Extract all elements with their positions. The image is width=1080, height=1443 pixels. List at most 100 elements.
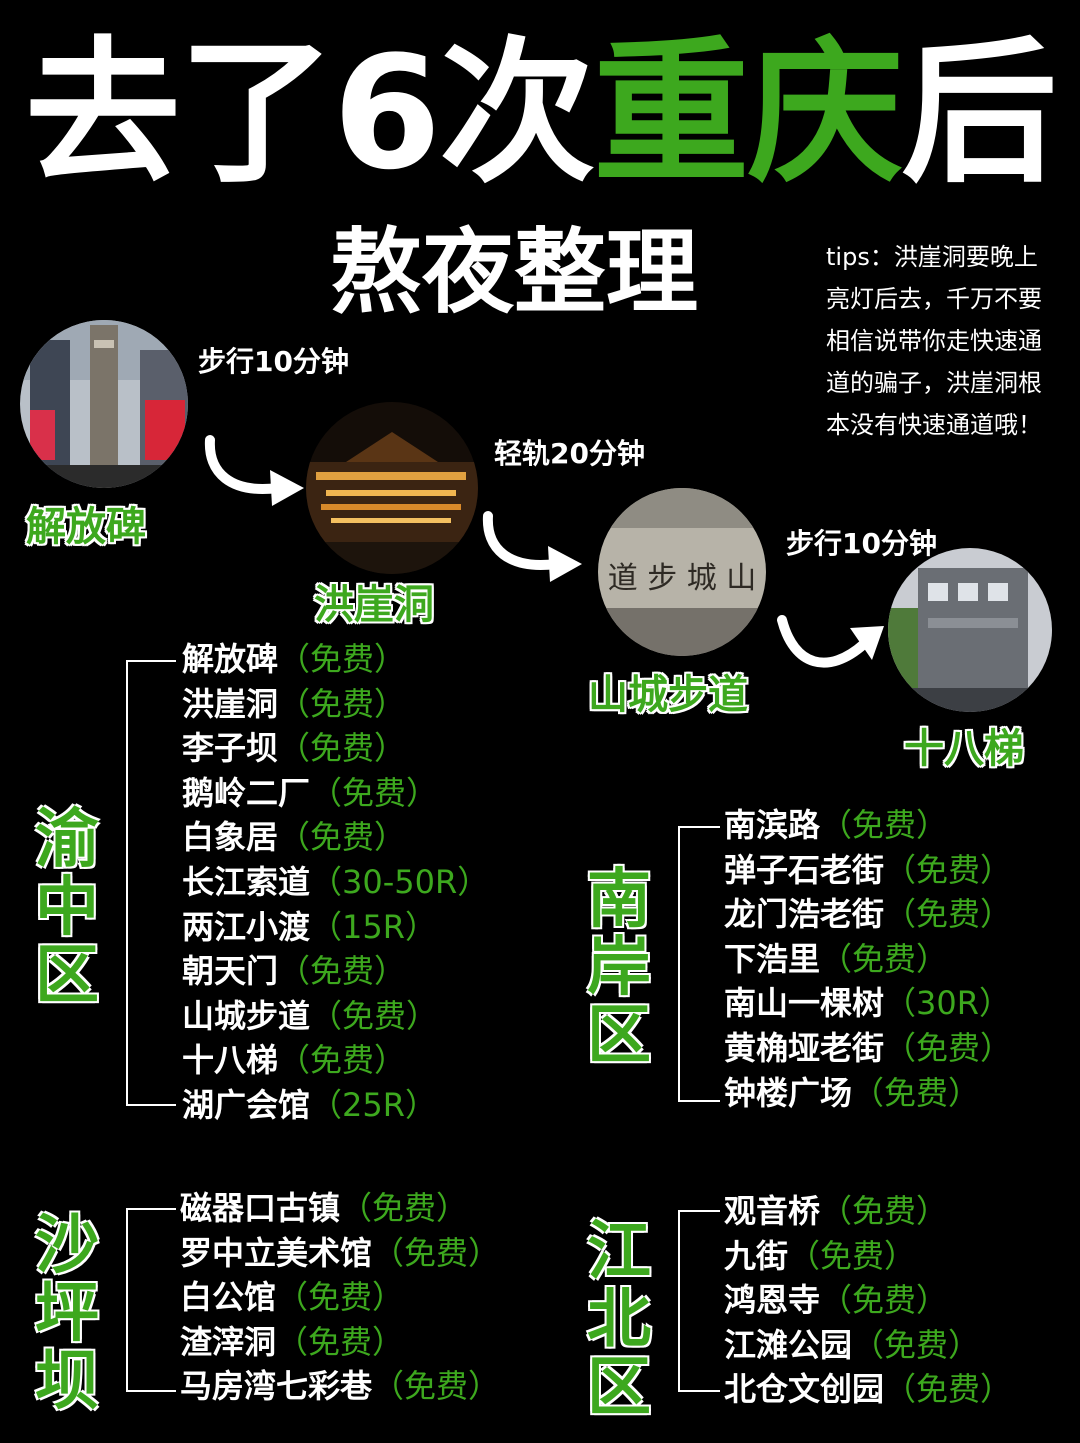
list-item: 下浩里（免费）	[724, 937, 1012, 982]
list-item-price: （30-50R）	[310, 862, 490, 901]
svg-text:道 步 城 山: 道 步 城 山	[608, 561, 757, 596]
district-jiangbei-label: 江北区	[587, 1215, 651, 1425]
list-item-price: （免费）	[884, 1370, 1013, 1409]
district-yuzhong-label: 渝中区	[35, 803, 99, 1013]
list-item-price: （免费）	[820, 806, 949, 844]
district-shapingba-list: 磁器口古镇（免费） 罗中立美术馆（免费） 白公馆（免费） 渣滓洞（免费） 马房湾…	[180, 1186, 500, 1409]
district-jiangbei-bracket	[678, 1210, 720, 1392]
list-item-name: 下浩里	[724, 939, 821, 978]
list-item-price: （15R）	[310, 907, 437, 946]
list-item-name: 湖广会馆	[182, 1085, 311, 1124]
list-item-name: 黄桷垭老街	[724, 1028, 885, 1067]
list-item-price: （免费）	[278, 818, 407, 857]
list-item-price: （25R）	[310, 1085, 437, 1124]
title-part1: 去了6次	[24, 22, 596, 204]
arrow-2-icon	[478, 508, 588, 588]
list-item-price: （免费）	[340, 1189, 469, 1227]
leg-1-label: 步行10分钟	[198, 345, 349, 378]
list-item: 李子坝（免费）	[182, 726, 489, 771]
list-item-price: （免费）	[310, 996, 439, 1035]
page-title: 去了6次重庆后	[0, 18, 1080, 208]
list-item-name: 洪崖洞	[182, 684, 279, 723]
list-item-name: 九街	[724, 1236, 789, 1275]
list-item-name: 南山一棵树	[724, 984, 885, 1023]
list-item-price: （免费）	[372, 1233, 501, 1272]
list-item-price: （免费）	[820, 939, 949, 978]
list-item: 南山一棵树（30R）	[724, 981, 1012, 1026]
leg-2-label: 轻轨20分钟	[494, 437, 645, 470]
list-item: 马房湾七彩巷（免费）	[180, 1364, 500, 1409]
district-shapingba-label: 沙坪坝	[35, 1209, 99, 1419]
arrow-3-icon	[772, 606, 892, 686]
list-item-price: （免费）	[852, 1073, 981, 1112]
jiefangbei-photo	[20, 320, 188, 488]
title-highlight: 重庆	[593, 22, 903, 204]
list-item: 解放碑（免费）	[182, 637, 489, 682]
list-item-name: 渣滓洞	[180, 1322, 277, 1361]
list-item-name: 观音桥	[724, 1192, 821, 1230]
list-item: 观音桥（免费）	[724, 1189, 1012, 1234]
list-item-price: （免费）	[372, 1367, 501, 1406]
list-item-price: （免费）	[852, 1325, 981, 1364]
list-item-name: 山城步道	[182, 996, 311, 1035]
district-yuzhong-bracket	[126, 660, 176, 1106]
list-item: 长江索道（30-50R）	[182, 860, 489, 905]
shancheng-budao-photo: 道 步 城 山	[598, 488, 766, 656]
list-item: 磁器口古镇（免费）	[180, 1186, 500, 1231]
list-item-name: 解放碑	[182, 640, 279, 678]
list-item-name: 鸿恩寺	[724, 1281, 821, 1320]
list-item-price: （免费）	[276, 1322, 405, 1361]
list-item-name: 龙门浩老街	[724, 895, 885, 934]
stop-shancheng-budao-label: 山城步道	[588, 672, 748, 718]
list-item-price: （免费）	[278, 1041, 407, 1080]
list-item-name: 白象居	[182, 818, 279, 857]
district-shapingba-bracket	[126, 1208, 176, 1392]
shibati-photo	[888, 548, 1052, 712]
list-item-name: 朝天门	[182, 952, 279, 991]
list-item: 黄桷垭老街（免费）	[724, 1026, 1012, 1071]
list-item: 鹅岭二厂（免费）	[182, 771, 489, 816]
list-item-price: （免费）	[276, 1278, 405, 1317]
list-item-name: 十八梯	[182, 1041, 279, 1080]
list-item-name: 磁器口古镇	[180, 1189, 341, 1227]
stop-shibati-label: 十八梯	[904, 726, 1024, 772]
list-item: 鸿恩寺（免费）	[724, 1278, 1012, 1323]
list-item: 洪崖洞（免费）	[182, 682, 489, 727]
list-item-name: 鹅岭二厂	[182, 773, 311, 812]
list-item: 渣滓洞（免费）	[180, 1320, 500, 1365]
list-item-price: （30R）	[884, 984, 1011, 1023]
leg-3-label: 步行10分钟	[786, 527, 937, 560]
list-item-price: （免费）	[884, 1028, 1013, 1067]
list-item-name: 弹子石老街	[724, 850, 885, 889]
list-item: 北仓文创园（免费）	[724, 1367, 1012, 1412]
district-nanan-label: 南岸区	[587, 863, 651, 1073]
list-item-name: 李子坝	[182, 729, 279, 768]
list-item: 钟楼广场（免费）	[724, 1071, 1012, 1116]
list-item-price: （免费）	[278, 729, 407, 768]
list-item-name: 江滩公园	[724, 1325, 853, 1364]
district-nanan-list: 南滨路（免费） 弹子石老街（免费） 龙门浩老街（免费） 下浩里（免费） 南山一棵…	[724, 803, 1012, 1115]
list-item-name: 长江索道	[182, 862, 311, 901]
list-item: 湖广会馆（25R）	[182, 1083, 489, 1128]
hongyadong-photo	[306, 402, 478, 574]
stop-jiefangbei-label: 解放碑	[26, 504, 146, 550]
list-item-price: （免费）	[278, 640, 407, 678]
list-item-price: （免费）	[278, 952, 407, 991]
title-part2: 后	[901, 22, 1057, 204]
district-yuzhong-list: 解放碑（免费） 洪崖洞（免费） 李子坝（免费） 鹅岭二厂（免费） 白象居（免费）…	[182, 637, 489, 1128]
list-item-price: （免费）	[884, 850, 1013, 889]
arrow-1-icon	[200, 432, 310, 512]
list-item: 两江小渡（15R）	[182, 905, 489, 950]
list-item-name: 钟楼广场	[724, 1073, 853, 1112]
list-item-price: （免费）	[788, 1236, 917, 1275]
list-item-name: 罗中立美术馆	[180, 1233, 373, 1272]
district-jiangbei-list: 观音桥（免费） 九街（免费） 鸿恩寺（免费） 江滩公园（免费） 北仓文创园（免费…	[724, 1189, 1012, 1412]
list-item: 罗中立美术馆（免费）	[180, 1231, 500, 1276]
list-item: 山城步道（免费）	[182, 994, 489, 1039]
district-nanan-bracket	[678, 826, 720, 1102]
list-item-name: 白公馆	[180, 1278, 277, 1317]
list-item-price: （免费）	[820, 1281, 949, 1320]
list-item: 弹子石老街（免费）	[724, 848, 1012, 893]
list-item-price: （免费）	[884, 895, 1013, 934]
page-subtitle: 熬夜整理	[330, 219, 699, 326]
